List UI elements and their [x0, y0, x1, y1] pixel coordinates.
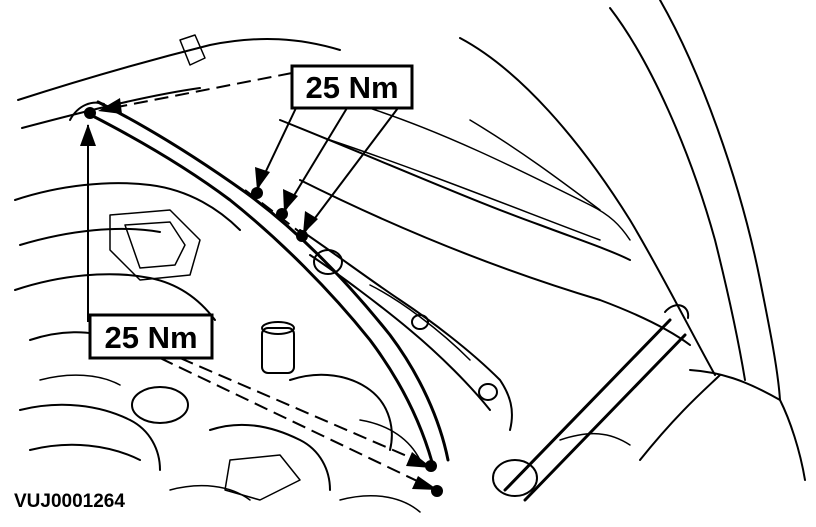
arrowhead-lower-bolt-2: [412, 476, 438, 490]
torque-label-lower: 25 Nm: [104, 320, 197, 355]
engine-bay-line-art: [14, 0, 806, 513]
arrowhead-bolt-1: [255, 167, 270, 190]
bolt-brace-1: [251, 187, 263, 199]
bolt-brace-3: [296, 230, 308, 242]
bolt-lower-1: [425, 460, 437, 472]
torque-callout-lower: 25 Nm: [88, 313, 214, 360]
arrowhead-bolt-2: [283, 189, 298, 212]
arrowhead-left-bolt: [98, 98, 122, 114]
bolt-lower-2: [431, 485, 443, 497]
strut-brace: [69, 100, 450, 464]
arrowheads: [80, 98, 438, 490]
figure-reference-code: VUJ0001264: [14, 491, 125, 512]
bolts: [84, 107, 443, 497]
bolt-upper-left: [84, 107, 96, 119]
arrowhead-bolt-3: [303, 211, 318, 234]
torque-callout-upper: 25 Nm: [290, 64, 414, 110]
arrowhead-left-bolt-from-below: [80, 124, 96, 146]
bolt-brace-2: [276, 208, 288, 220]
torque-label-upper: 25 Nm: [305, 70, 398, 105]
